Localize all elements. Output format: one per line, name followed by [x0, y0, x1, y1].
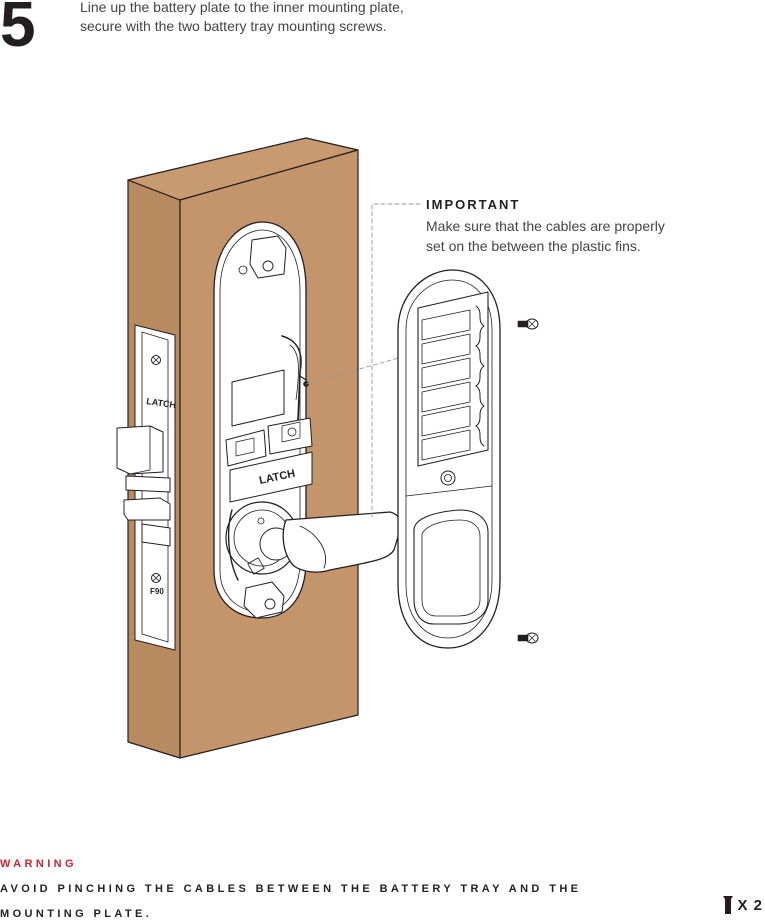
- mortise-mark-label: F90: [150, 587, 164, 596]
- screw-icon: [723, 896, 734, 914]
- battery-tray: [397, 269, 501, 649]
- inner-mounting-plate: [213, 221, 313, 619]
- warning-line: MOUNTING PLATE.: [0, 908, 153, 920]
- lever-handle: [282, 511, 402, 573]
- callout-line: Make sure that the cables are properly: [426, 218, 665, 234]
- callout-line: set on the between the plastic fins.: [426, 238, 641, 254]
- step-number: 5: [0, 0, 36, 60]
- mounting-screw-top: [517, 318, 539, 330]
- warning-line: AVOID PINCHING THE CABLES BETWEEN THE BA…: [0, 883, 582, 895]
- mortise-faceplate: [116, 324, 176, 651]
- mounting-screw-bottom: [517, 632, 539, 644]
- quantity-text: X 2: [737, 896, 763, 914]
- callout-body: Make sure that the cables are properly s…: [426, 216, 665, 256]
- instruction-line: Line up the battery plate to the inner m…: [80, 0, 404, 15]
- instruction-line: secure with the two battery tray mountin…: [80, 18, 387, 34]
- screw-quantity: X 2: [723, 896, 763, 914]
- warning-title: WARNING: [0, 858, 77, 870]
- important-callout: IMPORTANT Make sure that the cables are …: [426, 196, 665, 256]
- warning-block: WARNING AVOID PINCHING THE CABLES BETWEE…: [0, 857, 765, 921]
- mortise-brand-label: LATCH: [146, 396, 177, 410]
- callout-title: IMPORTANT: [426, 197, 521, 212]
- step-instructions: Line up the battery plate to the inner m…: [80, 0, 404, 36]
